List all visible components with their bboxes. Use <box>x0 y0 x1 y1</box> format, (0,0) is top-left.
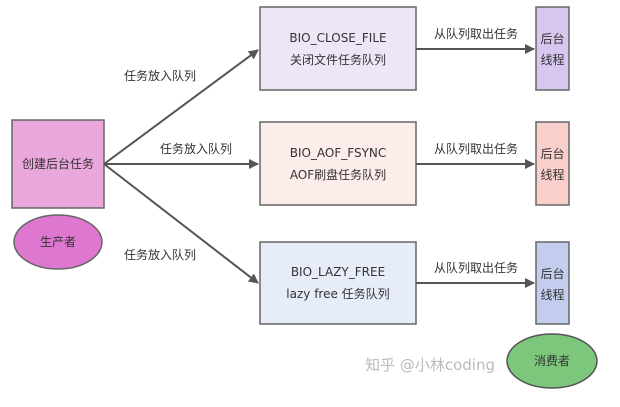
dequeue-label-2: 从队列取出任务 <box>434 141 518 156</box>
thread-label: 后台 <box>540 31 564 46</box>
watermark: 知乎 @小林coding <box>365 356 495 374</box>
producer-ellipse <box>13 214 103 270</box>
queue-name: BIO_LAZY_FREE <box>291 265 385 279</box>
thread-label: 线程 <box>540 167 564 182</box>
thread-box-3 <box>535 241 570 325</box>
consumer-label: 消费者 <box>534 354 570 368</box>
queue-close-file-box <box>259 6 417 91</box>
queue-desc: 关闭文件任务队列 <box>290 52 386 67</box>
thread-label: 后台 <box>540 146 564 161</box>
enqueue-label-1: 任务放入队列 <box>124 68 196 83</box>
dequeue-label-3: 从队列取出任务 <box>434 260 518 275</box>
consumer-ellipse <box>506 333 598 389</box>
dequeue-label-1: 从队列取出任务 <box>434 26 518 41</box>
queue-name: BIO_CLOSE_FILE <box>289 31 386 45</box>
queue-desc: lazy free 任务队列 <box>286 286 389 301</box>
queue-lazy-free-box <box>259 241 417 325</box>
thread-label: 线程 <box>540 287 564 302</box>
thread-box-2 <box>535 121 570 206</box>
enqueue-label-2: 任务放入队列 <box>160 141 232 156</box>
thread-box-1 <box>535 6 570 91</box>
producer-label: 生产者 <box>40 235 76 249</box>
queue-name: BIO_AOF_FSYNC <box>290 146 387 160</box>
thread-label: 后台 <box>540 266 564 281</box>
thread-label: 线程 <box>540 52 564 67</box>
enqueue-arrow-1 <box>103 49 259 165</box>
queue-desc: AOF刷盘任务队列 <box>290 167 386 182</box>
enqueue-label-3: 任务放入队列 <box>124 247 196 262</box>
create-task-label: 创建后台任务 <box>22 156 94 171</box>
create-task-box <box>11 119 105 209</box>
queue-aof-fsync-box <box>259 121 417 206</box>
enqueue-arrow-3 <box>103 163 259 284</box>
